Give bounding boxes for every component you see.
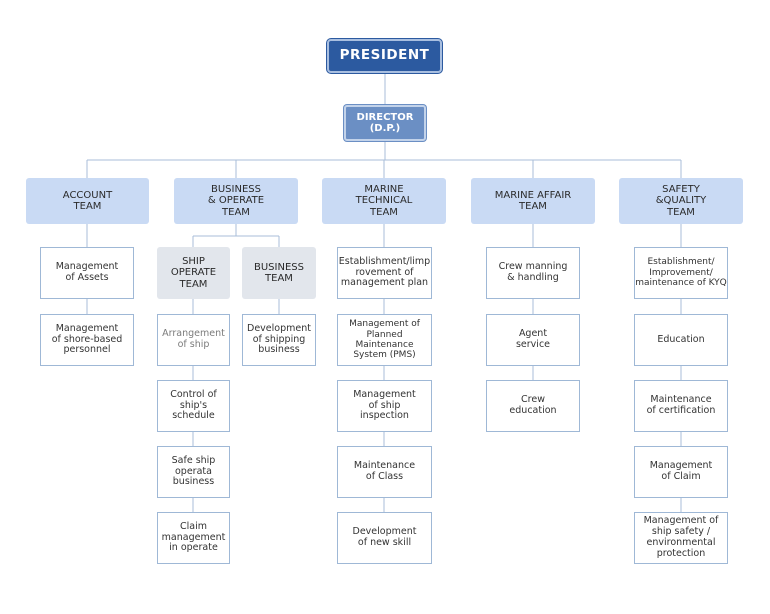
task-management-of-ship-inspection: Management of ship inspection — [337, 380, 432, 432]
task-management-of-shore-based-personnel: Management of shore-based personnel — [40, 314, 134, 366]
task-crew-manning-handling: Crew manning & handling — [486, 247, 580, 299]
task-development-of-shipping-business: Development of shipping business — [242, 314, 316, 366]
business-team-box: BUSINESS TEAM — [242, 247, 316, 299]
task-control-of-ships-schedule: Control of ship's schedule — [157, 380, 230, 432]
task-management-of-assets: Management of Assets — [40, 247, 134, 299]
business-operate-team-box: BUSINESS & OPERATE TEAM — [174, 178, 298, 224]
task-claim-management-in-operate: Claim management in operate — [157, 512, 230, 564]
task-maintenance-of-certification: Maintenance of certification — [634, 380, 728, 432]
task-development-of-new-skill: Development of new skill — [337, 512, 432, 564]
task-crew-education: Crew education — [486, 380, 580, 432]
account-team-box: ACCOUNT TEAM — [26, 178, 149, 224]
task-establishment-of-management-plan: Establishment/limp rovement of managemen… — [337, 247, 432, 299]
task-agent-service: Agent service — [486, 314, 580, 366]
director-box: DIRECTOR (D.P.) — [344, 105, 426, 141]
task-safe-ship-operata-business: Safe ship operata business — [157, 446, 230, 498]
task-establishment-improvement-kyq: Establishment/ Improvement/ maintenance … — [634, 247, 728, 299]
marine-affair-team-box: MARINE AFFAIR TEAM — [471, 178, 595, 224]
task-management-of-ship-safety: Management of ship safety / environmenta… — [634, 512, 728, 564]
president-box: PRESIDENT — [327, 39, 442, 73]
ship-operate-team-box: SHIP OPERATE TEAM — [157, 247, 230, 299]
task-education: Education — [634, 314, 728, 366]
task-management-of-claim: Management of Claim — [634, 446, 728, 498]
task-maintenance-of-class: Maintenance of Class — [337, 446, 432, 498]
task-management-of-pms: Management of Planned Maintenance System… — [337, 314, 432, 366]
task-arrangement-of-ship: Arrangement of ship — [157, 314, 230, 366]
marine-technical-team-box: MARINE TECHNICAL TEAM — [322, 178, 446, 224]
safety-quality-team-box: SAFETY &QUALITY TEAM — [619, 178, 743, 224]
